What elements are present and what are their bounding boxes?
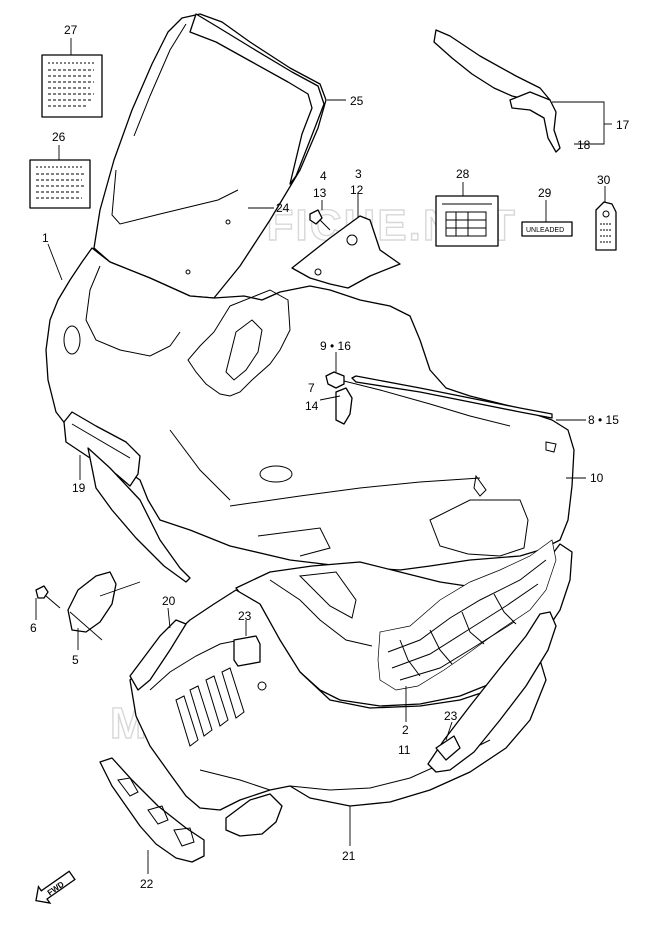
callout-3: 3	[355, 167, 362, 181]
callout-29: 29	[538, 186, 552, 200]
upper-cowling-1	[45, 247, 575, 571]
cushion-23a	[233, 635, 261, 667]
nut-9	[325, 371, 345, 389]
callout-28: 28	[456, 167, 470, 181]
callout-24: 24	[276, 201, 290, 215]
leader-lines	[35, 38, 612, 874]
callouts: 27 26 1 25 24 4 13 3 12 28 29 30 17 18 9…	[30, 23, 630, 891]
callout-30: 30	[597, 173, 611, 187]
callout-12: 12	[350, 183, 364, 197]
callout-13: 13	[313, 186, 327, 200]
lower-trim-20	[129, 619, 187, 691]
callout-20: 20	[162, 594, 176, 608]
side-panel-left	[87, 447, 191, 583]
screw-6	[35, 585, 61, 609]
callout-9-16: 9 • 16	[320, 339, 351, 353]
callout-19: 19	[72, 481, 86, 495]
side-piece-17	[433, 29, 561, 153]
tag-label-30	[595, 201, 617, 251]
rod-8	[351, 375, 553, 419]
callout-27: 27	[64, 23, 78, 37]
bracket-3	[291, 215, 401, 289]
bracket-22	[99, 757, 205, 863]
cover-plate-5	[67, 571, 117, 633]
windscreen-trim-25	[189, 13, 325, 185]
callout-22: 22	[140, 877, 154, 891]
callout-1: 1	[42, 231, 49, 245]
callout-21: 21	[342, 849, 356, 863]
callout-2: 2	[402, 723, 409, 737]
grommet-7	[335, 387, 353, 425]
callout-18: 18	[577, 138, 591, 152]
unleaded-text: UNLEADED	[526, 227, 564, 234]
callout-17: 17	[616, 118, 630, 132]
callout-26: 26	[52, 130, 66, 144]
warning-label-27	[41, 54, 103, 118]
info-label-28	[435, 195, 499, 247]
callout-14: 14	[305, 399, 319, 413]
fwd-arrow-icon: FWD	[35, 870, 76, 904]
bracket-19	[63, 411, 141, 487]
callout-25: 25	[350, 94, 364, 108]
unleaded-label-29: UNLEADED	[521, 221, 573, 237]
warning-label-26	[29, 159, 91, 209]
callout-11: 11	[398, 743, 411, 757]
callout-8-15: 8 • 15	[588, 413, 619, 427]
windscreen-24	[93, 13, 327, 299]
callout-5: 5	[72, 653, 79, 667]
callout-10: 10	[590, 471, 604, 485]
side-brace-right	[427, 611, 557, 773]
screw-4	[309, 209, 331, 231]
callout-23-lower: 23	[444, 709, 458, 723]
callout-6: 6	[30, 621, 37, 635]
callout-23-upper: 23	[238, 609, 252, 623]
callout-7: 7	[308, 381, 315, 395]
callout-4: 4	[320, 169, 327, 183]
